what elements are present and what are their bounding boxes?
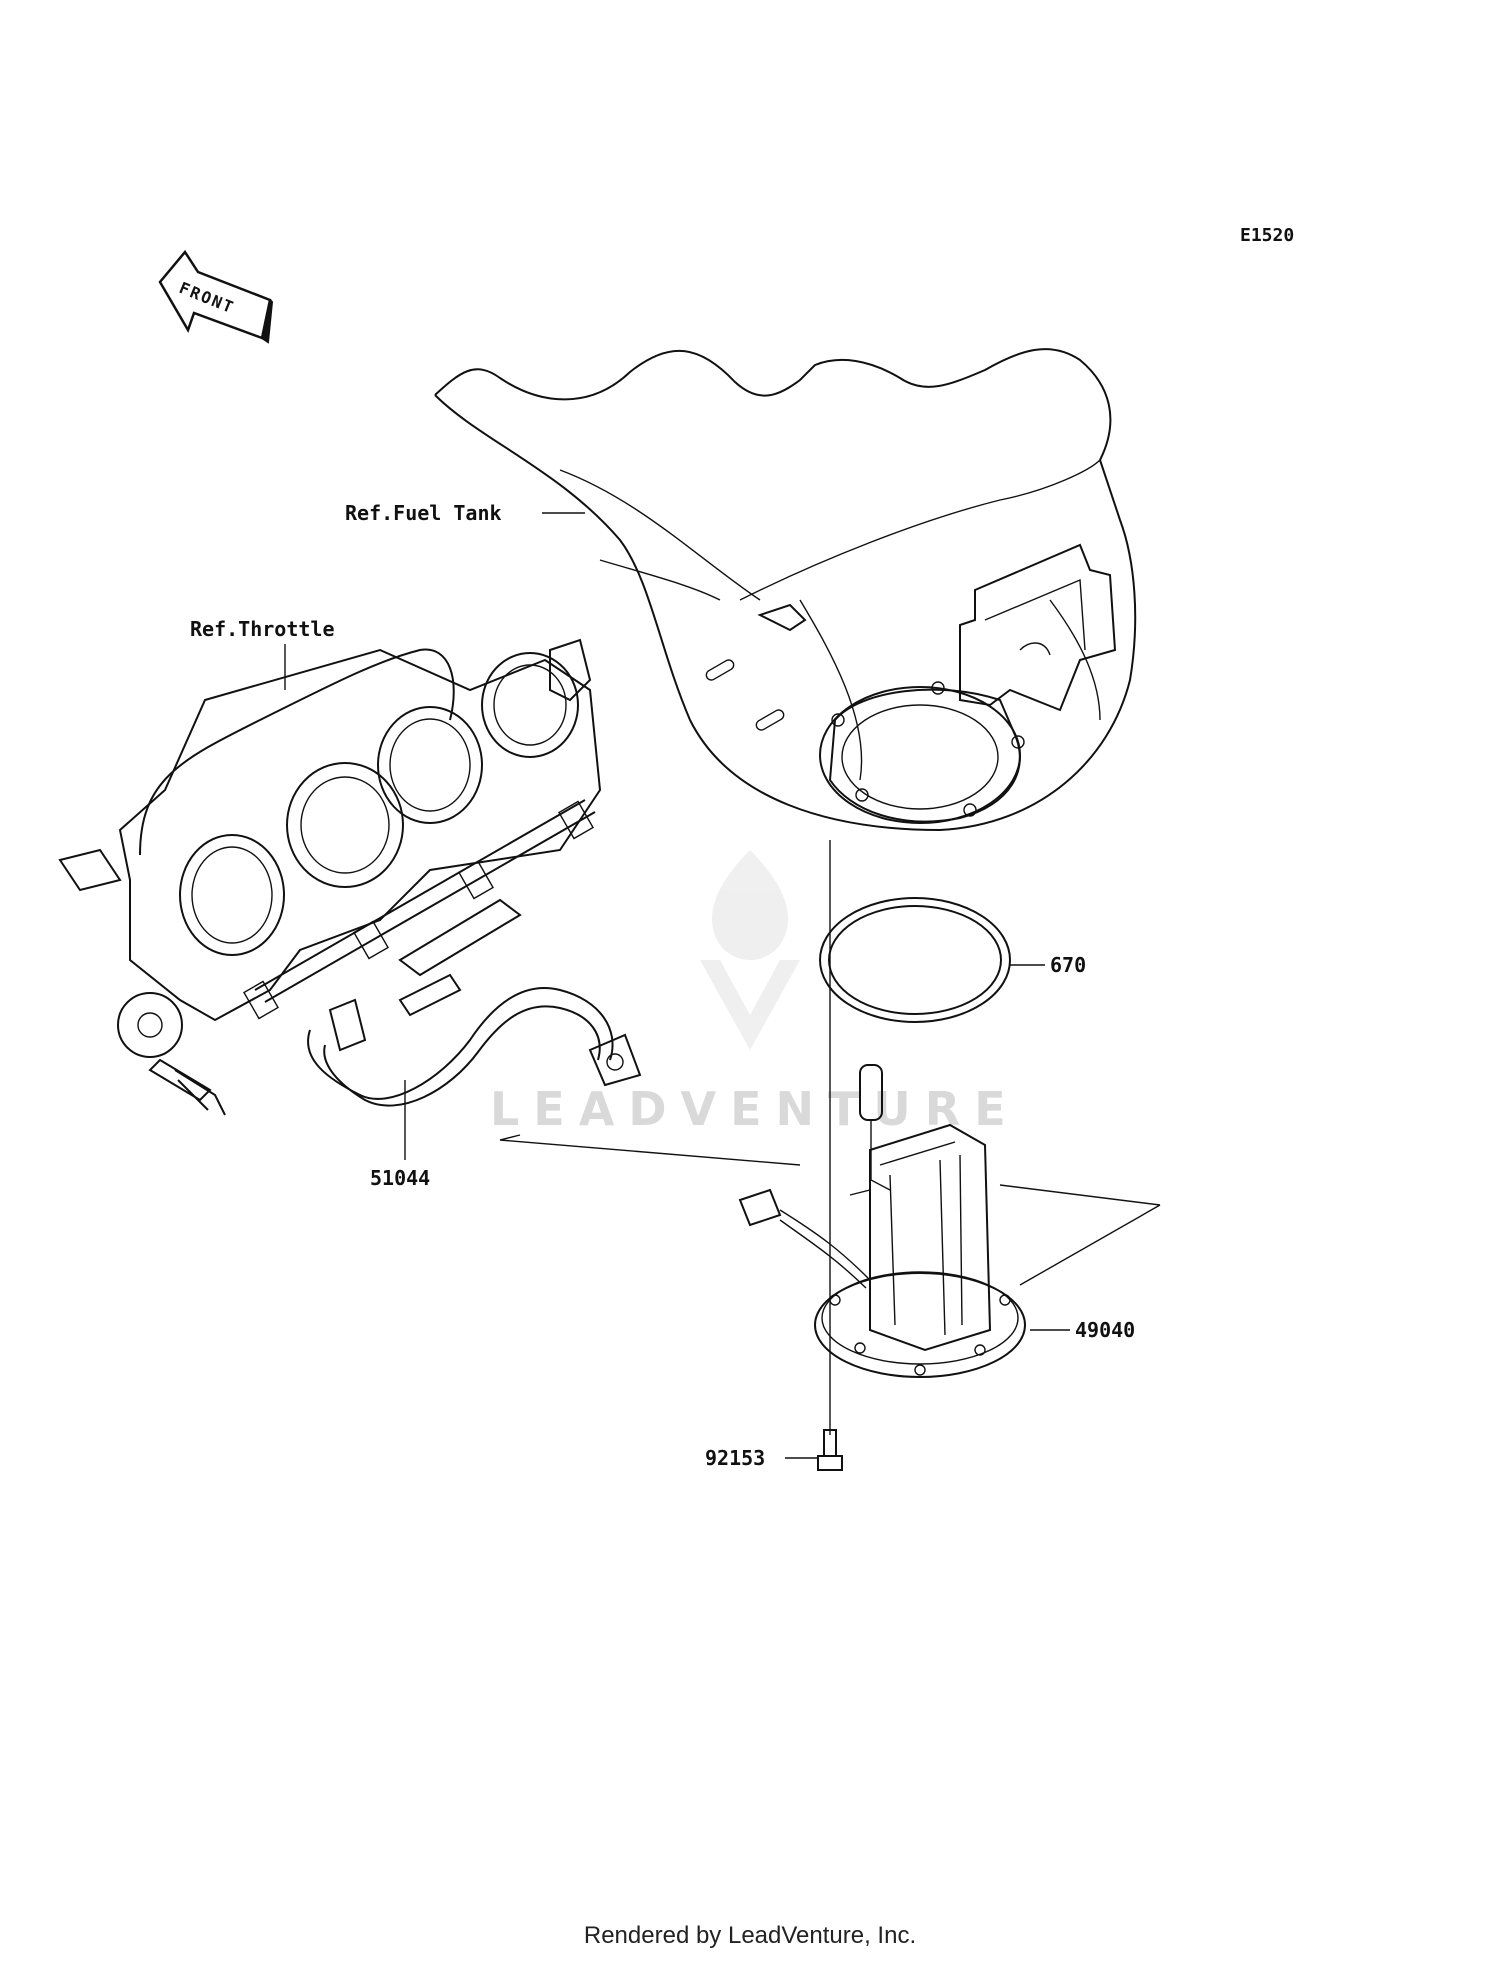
front-arrow-icon: FRONT [158, 249, 274, 344]
part-number-51044: 51044 [370, 1166, 430, 1190]
watermark-text: LEADVENTURE [490, 1082, 1020, 1136]
footer-credit: Rendered by LeadVenture, Inc. [583, 1922, 917, 1949]
part-number-49040: 49040 [1075, 1318, 1135, 1342]
leader-49040-diag [1019, 1204, 1161, 1286]
fuel-hose-51044 [307, 987, 642, 1107]
part-number-92153: 92153 [705, 1446, 765, 1470]
watermark-logo [700, 850, 800, 1050]
leader-assembly-a [499, 1139, 801, 1166]
part-number-670: 670 [1050, 953, 1086, 977]
ref-fuel-tank-label: Ref.Fuel Tank [345, 501, 502, 525]
o-ring-670 [819, 897, 1011, 1023]
diagram-code: E1520 [1240, 225, 1294, 246]
leader-assembly-a-tick [499, 1134, 521, 1141]
leader-49040-upper [999, 1184, 1161, 1206]
fuel-pump-49040 [738, 1064, 1026, 1378]
bolt-92153 [817, 1429, 843, 1471]
fuel-tank-drawing [434, 348, 1137, 832]
throttle-body-drawing [58, 638, 602, 1116]
ref-throttle-label: Ref.Throttle [190, 617, 335, 641]
